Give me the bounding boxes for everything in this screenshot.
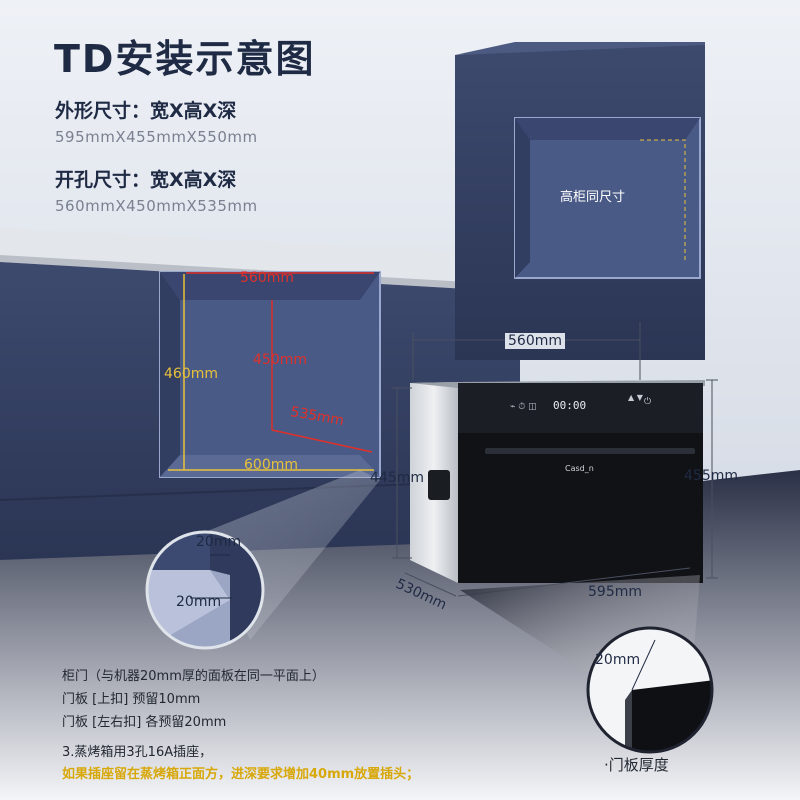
oven-top-width-dim: 560mm: [505, 333, 565, 349]
cutout-back-dim: 450mm: [253, 352, 307, 368]
hole-size-value: 560mmX450mmX535mm: [55, 197, 258, 215]
svg-text:⏻: ⏻: [644, 396, 651, 407]
note-line-1: 柜门（与机器20mm厚的面板在同一平面上）: [62, 669, 325, 684]
oven-left-height-dim: 445mm: [370, 470, 424, 486]
zoom-right: [586, 626, 714, 754]
page-title: TD安装示意图: [54, 37, 316, 81]
oven: ⌁ ⏱ ◫ 00:00 ▲ ▼ ⏻ Casd_n: [410, 380, 705, 583]
svg-text:⌁ ⏱ ◫: ⌁ ⏱ ◫: [510, 402, 537, 412]
note-line-3: 门板 [左右扣] 各预留20mm: [62, 715, 227, 730]
cutout-left-dim: 460mm: [164, 366, 218, 382]
zoom-right-thickness: 20mm: [595, 652, 641, 668]
note-line-5-highlight: 如果插座留在蒸烤箱正面方，进深要求增加40mm放置插头；: [62, 767, 420, 782]
oven-width-dim: 595mm: [588, 584, 642, 600]
note-line-2: 门板 [上扣] 预留10mm: [62, 692, 201, 707]
cutout-bottom-dim: 600mm: [244, 457, 298, 473]
outer-size-label: 外形尺寸：宽X高X深: [55, 100, 237, 122]
oven-brand: Casd_n: [565, 464, 594, 473]
zoom-right-caption: ·门板厚度: [604, 756, 669, 774]
hole-size-label: 开孔尺寸：宽X高X深: [55, 169, 237, 191]
note-line-4: 3.蒸烤箱用3孔16A插座，: [62, 745, 213, 760]
cutout-top-dim: 560mm: [240, 270, 294, 286]
zoom-left-gap-top: 20mm: [196, 534, 242, 550]
countertop: [0, 228, 520, 285]
zoom-left-gap-bottom: 20mm: [176, 594, 222, 610]
zoom-left: [145, 530, 265, 650]
tall-cabinet-cutout: [514, 117, 701, 279]
lower-cutout: [159, 271, 381, 478]
svg-text:▲ ▼: ▲ ▼: [628, 393, 644, 402]
svg-text:00:00: 00:00: [553, 399, 586, 412]
oven-right-height-dim: 455mm: [684, 468, 738, 484]
tall-cabinet-label: 高柜同尺寸: [560, 190, 626, 205]
outer-size-value: 595mmX455mmX550mm: [55, 128, 258, 146]
